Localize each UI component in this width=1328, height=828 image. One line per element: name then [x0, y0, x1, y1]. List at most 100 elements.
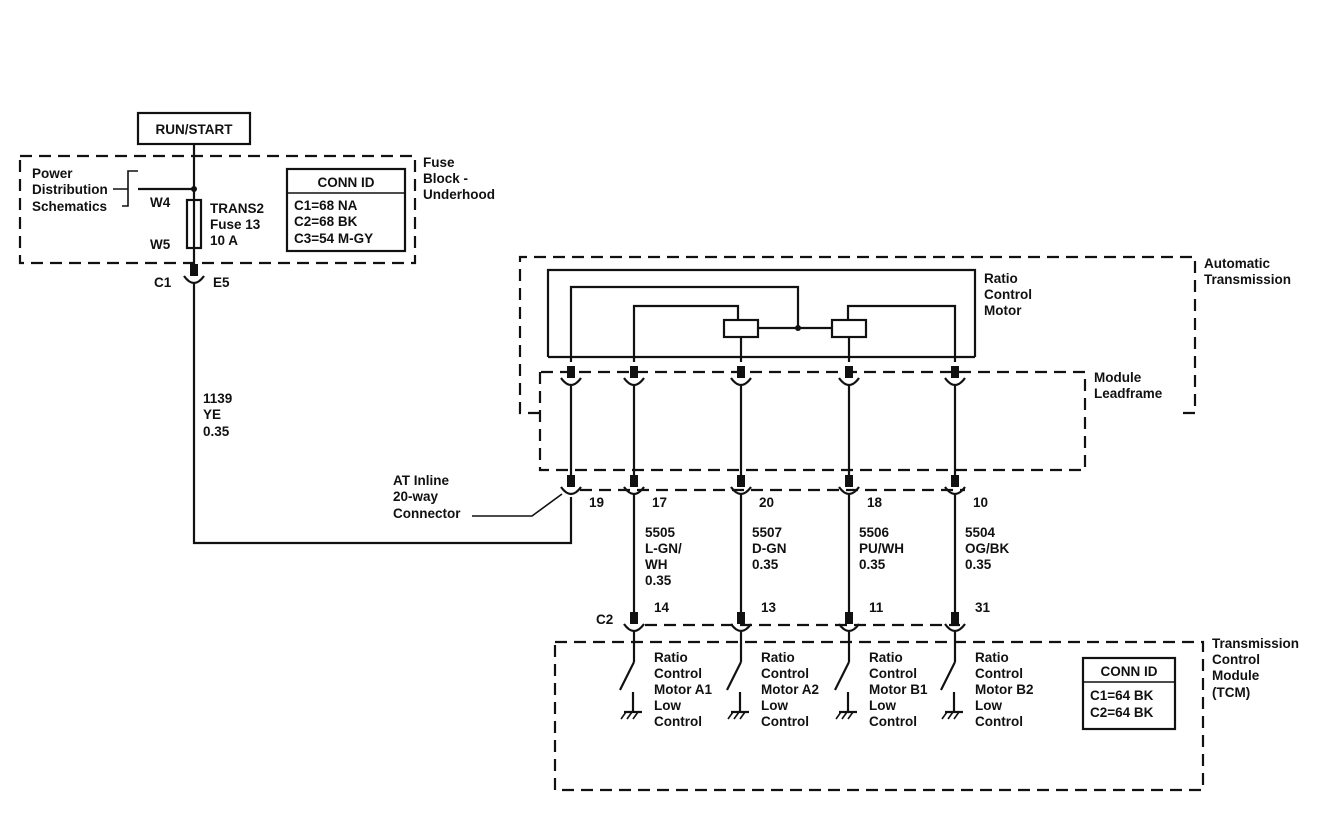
svg-text:CONN ID: CONN ID	[318, 175, 375, 190]
svg-text:20-way: 20-way	[393, 489, 439, 504]
fuse-block-outline	[18, 154, 417, 265]
motor-housing	[546, 268, 977, 357]
fuse-block-name: Fuse Block - Underhood	[423, 155, 495, 202]
svg-text:Leadframe: Leadframe	[1094, 386, 1163, 401]
fuse-block-conn-id: CONN ID C1=68 NA C2=68 BK C3=54 M-GY	[285, 167, 407, 253]
inline-connector-label: AT Inline 20-way Connector	[393, 473, 563, 521]
svg-text:Control: Control	[869, 666, 917, 681]
svg-text:Low: Low	[975, 698, 1002, 713]
inline-pin-label: 20	[759, 495, 774, 510]
svg-text:L-GN/: L-GN/	[645, 541, 682, 556]
ratio-control-motor-label: Ratio Control Motor	[984, 271, 1032, 318]
svg-text:C3=54 M-GY: C3=54 M-GY	[294, 231, 373, 246]
inline-pin-label: 17	[652, 495, 667, 510]
tcm-pin-label: 13	[761, 600, 777, 615]
svg-text:0.35: 0.35	[645, 573, 672, 588]
svg-text:Block -: Block -	[423, 171, 468, 186]
svg-text:C1=64 BK: C1=64 BK	[1090, 688, 1154, 703]
svg-text:5505: 5505	[645, 525, 676, 540]
motor-winding-b	[830, 318, 868, 339]
svg-text:Transmission: Transmission	[1212, 636, 1299, 651]
leadframe-terminal	[730, 366, 752, 387]
svg-text:Control: Control	[1212, 652, 1260, 667]
svg-text:WH: WH	[645, 557, 668, 572]
pin-w5: W5	[150, 237, 171, 252]
svg-text:Control: Control	[761, 714, 809, 729]
run-start-label: RUN/START	[156, 122, 234, 137]
connector-c2: C2	[596, 612, 613, 627]
svg-text:Control: Control	[654, 714, 702, 729]
motor-a-wire	[632, 304, 740, 362]
low-side-switch	[940, 632, 963, 720]
svg-text:Ratio: Ratio	[975, 650, 1009, 665]
svg-text:Control: Control	[975, 714, 1023, 729]
svg-text:Fuse: Fuse	[423, 155, 455, 170]
tcm-pin-label: 11	[869, 600, 884, 615]
low-side-switch	[726, 632, 749, 720]
tcm-terminal	[838, 612, 860, 633]
feed-wire-label: 1139 YE 0.35	[203, 391, 232, 439]
svg-text:C2=68 BK: C2=68 BK	[294, 214, 358, 229]
connector-c1: C1	[154, 275, 172, 290]
svg-text:Low: Low	[654, 698, 681, 713]
automatic-transmission-name: Automatic Transmission	[1204, 256, 1291, 287]
svg-text:(TCM): (TCM)	[1212, 685, 1250, 700]
power-distribution-ref: Power Distribution Schematics	[32, 166, 138, 214]
svg-text:OG/BK: OG/BK	[965, 541, 1010, 556]
leadframe-terminal	[623, 366, 645, 387]
svg-text:1139: 1139	[203, 391, 232, 406]
inline-pin-label: 19	[589, 495, 604, 510]
svg-text:5506: 5506	[859, 525, 890, 540]
motor-b-wire	[846, 304, 957, 362]
svg-text:0.35: 0.35	[859, 557, 886, 572]
svg-text:Low: Low	[761, 698, 788, 713]
svg-text:YE: YE	[203, 407, 221, 422]
svg-text:5507: 5507	[752, 525, 782, 540]
svg-text:Motor B1: Motor B1	[869, 682, 928, 697]
tcm-pin-label: 31	[975, 600, 991, 615]
svg-text:CONN ID: CONN ID	[1101, 664, 1158, 679]
tcm-terminal	[944, 612, 966, 633]
tcm-terminal	[730, 612, 752, 633]
low-side-switch	[834, 632, 857, 720]
svg-text:Module: Module	[1212, 668, 1260, 683]
leadframe-terminal	[560, 366, 582, 387]
svg-text:Power: Power	[32, 166, 73, 181]
tcm-terminal	[623, 612, 645, 633]
svg-text:Distribution: Distribution	[32, 182, 108, 197]
tcm-outline	[553, 640, 1205, 792]
leadframe-terminal	[944, 366, 966, 387]
cavity-e5: E5	[213, 275, 230, 290]
svg-text:Underhood: Underhood	[423, 187, 495, 202]
module-leadframe-outline	[538, 370, 1087, 472]
svg-text:0.35: 0.35	[752, 557, 779, 572]
svg-text:C2=64 BK: C2=64 BK	[1090, 705, 1154, 720]
svg-text:10 A: 10 A	[210, 233, 238, 248]
c1-terminal	[190, 264, 198, 276]
svg-text:Low: Low	[869, 698, 896, 713]
automatic-transmission-outline	[518, 255, 1197, 415]
pin-w4: W4	[150, 195, 171, 210]
svg-text:D-GN: D-GN	[752, 541, 787, 556]
svg-text:Control: Control	[869, 714, 917, 729]
svg-text:Control: Control	[761, 666, 809, 681]
svg-text:Control: Control	[654, 666, 702, 681]
svg-text:Motor B2: Motor B2	[975, 682, 1034, 697]
svg-text:Motor A2: Motor A2	[761, 682, 819, 697]
motor-center-node	[795, 325, 801, 331]
inline-pin-label: 18	[867, 495, 883, 510]
tcm-pin-label: 14	[654, 600, 670, 615]
motor-winding-a	[722, 318, 760, 339]
leadframe-terminal	[838, 366, 860, 387]
svg-text:Ratio: Ratio	[869, 650, 903, 665]
svg-text:PU/WH: PU/WH	[859, 541, 904, 556]
svg-text:Automatic: Automatic	[1204, 256, 1270, 271]
